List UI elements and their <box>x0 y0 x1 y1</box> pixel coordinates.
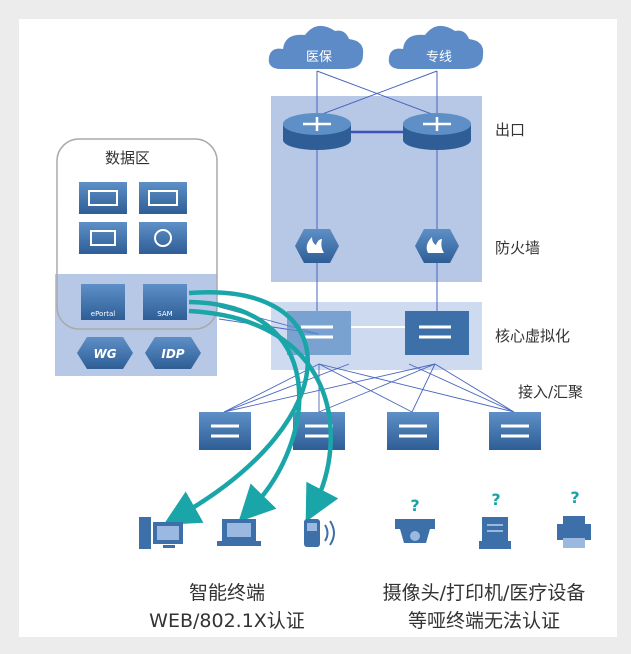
layer-label-firewall: 防火墙 <box>495 239 541 257</box>
smart-terminal-caption: 智能终端 WEB/802.1X认证 <box>123 579 331 635</box>
layer-label-core: 核心虚拟化 <box>495 327 571 345</box>
firewall-icon <box>415 229 459 263</box>
diagram-drawing: 医保 专线 <box>55 25 591 549</box>
uplink-lines <box>316 70 438 137</box>
idp-label: IDP <box>161 347 184 361</box>
server-icon <box>139 222 187 254</box>
layer-label-exit: 出口 <box>495 121 526 139</box>
server-icon <box>79 182 127 214</box>
firewall-icon <box>295 229 339 263</box>
router-icon <box>283 113 351 150</box>
eportal-server-icon: ePortal <box>81 284 125 320</box>
printer-icon <box>557 516 591 548</box>
camera-icon <box>395 519 435 543</box>
data-zone-title: 数据区 <box>105 149 151 167</box>
smart-caption-line2: WEB/802.1X认证 <box>149 610 305 632</box>
wg-device-icon: WG <box>77 337 133 369</box>
access-mesh <box>218 306 515 413</box>
server-icon <box>139 182 187 214</box>
wg-label: WG <box>93 347 116 361</box>
print-server-icon <box>479 517 511 549</box>
sam-server-icon: SAM <box>143 284 187 320</box>
idp-device-icon: IDP <box>145 337 201 369</box>
layer-label-access: 接入/汇聚 <box>518 383 584 401</box>
server-icon <box>79 222 127 254</box>
router-icon <box>403 113 471 150</box>
access-switch-icon <box>199 412 251 450</box>
cloud-icon <box>268 25 364 69</box>
data-zone-box <box>56 138 218 330</box>
access-switch-icon <box>293 412 345 450</box>
cloud-label: 专线 <box>426 50 452 65</box>
vertical-links <box>316 149 438 311</box>
core-switch-icon <box>405 311 469 355</box>
pc-icon <box>139 517 183 549</box>
access-switch-icon <box>489 412 541 450</box>
access-switch-icon <box>387 412 439 450</box>
smart-caption-line1: 智能终端 <box>188 582 265 604</box>
sam-label: SAM <box>157 310 172 318</box>
dumb-caption-line2: 等哑终端无法认证 <box>407 610 560 632</box>
network-diagram: 医保 专线 <box>19 19 617 637</box>
unknown-mark: ? <box>491 490 500 509</box>
eportal-label: ePortal <box>91 310 115 318</box>
unknown-mark: ? <box>410 496 419 515</box>
dumb-terminal-caption: 摄像头/打印机/医疗设备 等哑终端无法认证 <box>355 579 613 635</box>
cloud-label: 医保 <box>306 50 332 65</box>
dumb-caption-line1: 摄像头/打印机/医疗设备 <box>382 582 586 604</box>
unknown-mark: ? <box>570 488 579 507</box>
cloud-icon <box>388 25 484 69</box>
phone-icon <box>304 519 335 547</box>
auth-arrows <box>163 290 339 525</box>
core-switch-icon <box>287 311 351 355</box>
laptop-icon <box>217 519 261 546</box>
